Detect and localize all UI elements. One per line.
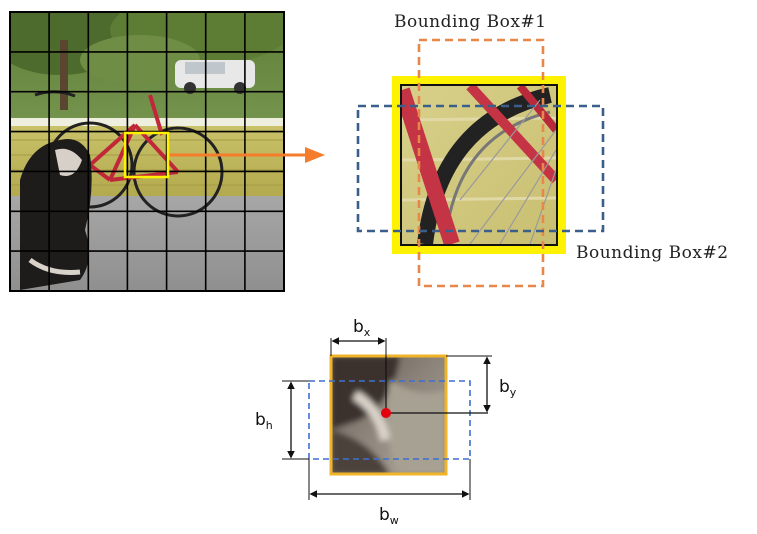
center-point: [381, 408, 391, 418]
zoomed-cell: [392, 76, 566, 254]
predicted-box: [308, 380, 471, 460]
zoom-arrow: [170, 147, 325, 163]
bh-label: bh: [255, 410, 273, 432]
bounding-box-1: [417, 38, 545, 288]
anchor-cell: [329, 354, 448, 476]
grid-overlay: [10, 12, 284, 291]
highlighted-cell: [123, 131, 170, 179]
input-photo: [10, 12, 284, 291]
bounding-box-2: [356, 104, 605, 233]
coordinate-diagram: bx by bh bw: [255, 317, 517, 527]
photo-frame: [9, 11, 285, 292]
bx-label: bx: [353, 317, 371, 339]
bounding-box-1-label: Bounding Box#1: [394, 12, 547, 32]
bw-label: bw: [379, 505, 399, 527]
by-label: by: [499, 377, 517, 399]
bounding-box-2-label: Bounding Box#2: [576, 243, 729, 263]
